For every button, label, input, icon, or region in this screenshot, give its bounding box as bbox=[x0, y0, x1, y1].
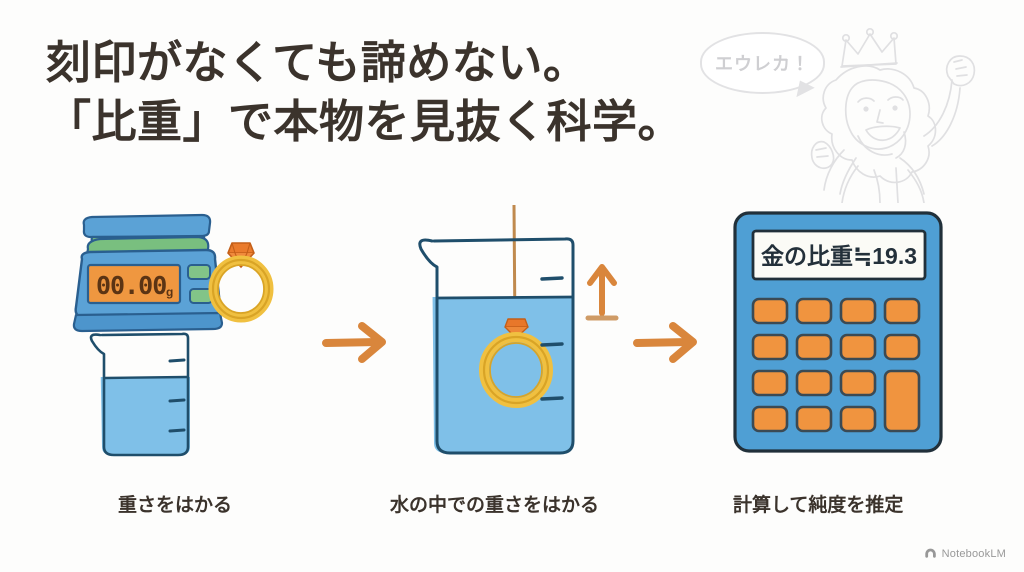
calculator-key bbox=[795, 405, 833, 433]
crown-icon bbox=[840, 27, 899, 68]
calculator-display bbox=[751, 229, 927, 281]
beaker-water-fill bbox=[432, 297, 574, 453]
step-3-caption: 計算して純度を推定 bbox=[733, 495, 904, 516]
calculator-key bbox=[795, 369, 833, 397]
beaker-graduation bbox=[540, 396, 564, 401]
notebooklm-watermark-label: NotebookLM bbox=[941, 547, 1006, 560]
beaker-graduation bbox=[540, 276, 564, 281]
page-title: 刻印がなくても諦めない。 「比重」で本物を見抜く科学。 bbox=[46, 34, 686, 151]
digital-scale: 00.00 g bbox=[72, 213, 224, 333]
beaker-water-fill bbox=[100, 377, 190, 455]
calculator-key bbox=[751, 405, 789, 433]
calculator-key bbox=[839, 333, 877, 361]
speech-bubble-body bbox=[700, 32, 825, 94]
beaker-with-water bbox=[89, 332, 190, 457]
calculator-key bbox=[751, 333, 789, 361]
step-1-group: 00.00 g bbox=[70, 205, 320, 465]
calculator-key bbox=[751, 297, 789, 325]
step-3-group: 金の比重≒19.3 bbox=[725, 205, 965, 465]
calculator-key bbox=[839, 369, 877, 397]
title-line-1: 刻印がなくても諦めない。 bbox=[46, 37, 589, 88]
calculator-display-text: 金の比重≒19.3 bbox=[761, 243, 917, 269]
title-line-2: 「比重」で本物を見抜く科学。 bbox=[46, 95, 684, 147]
step-2-caption: 水の中での重さをはかる bbox=[390, 495, 600, 516]
step-2-group bbox=[410, 203, 640, 465]
calculator: 金の比重≒19.3 bbox=[733, 211, 943, 453]
step-1-caption: 重さをはかる bbox=[118, 495, 233, 516]
calculator-key bbox=[883, 333, 921, 361]
notebooklm-logo-icon bbox=[924, 548, 936, 558]
calculator-keypad bbox=[751, 297, 921, 433]
calculator-key bbox=[883, 297, 921, 325]
calculator-key bbox=[839, 297, 877, 325]
step-arrow-1 bbox=[322, 318, 396, 366]
calculator-key bbox=[751, 369, 789, 397]
scale-display-value: 00.00 bbox=[96, 271, 166, 300]
diamond-ring bbox=[208, 242, 274, 323]
beaker-graduation bbox=[540, 342, 564, 347]
step-arrow-2 bbox=[633, 318, 707, 366]
suspended-ring bbox=[479, 318, 553, 408]
archimedes-figure bbox=[800, 18, 990, 204]
buoyancy-arrow bbox=[585, 264, 619, 321]
calculator-key bbox=[795, 333, 833, 361]
scale-button-1 bbox=[187, 264, 211, 280]
calculator-key bbox=[839, 405, 877, 433]
speech-bubble-text: エウレカ！ bbox=[715, 54, 810, 74]
beaker-graduation bbox=[168, 428, 186, 433]
speech-bubble: エウレカ！ bbox=[700, 32, 825, 101]
scale-display bbox=[86, 263, 182, 305]
calculator-key-equals bbox=[883, 369, 921, 433]
calculator-key bbox=[795, 297, 833, 325]
notebooklm-watermark: NotebookLM bbox=[924, 547, 1006, 560]
beaker-graduation bbox=[168, 398, 186, 403]
beaker-graduation bbox=[168, 358, 186, 363]
scale-display-unit: g bbox=[166, 285, 173, 299]
